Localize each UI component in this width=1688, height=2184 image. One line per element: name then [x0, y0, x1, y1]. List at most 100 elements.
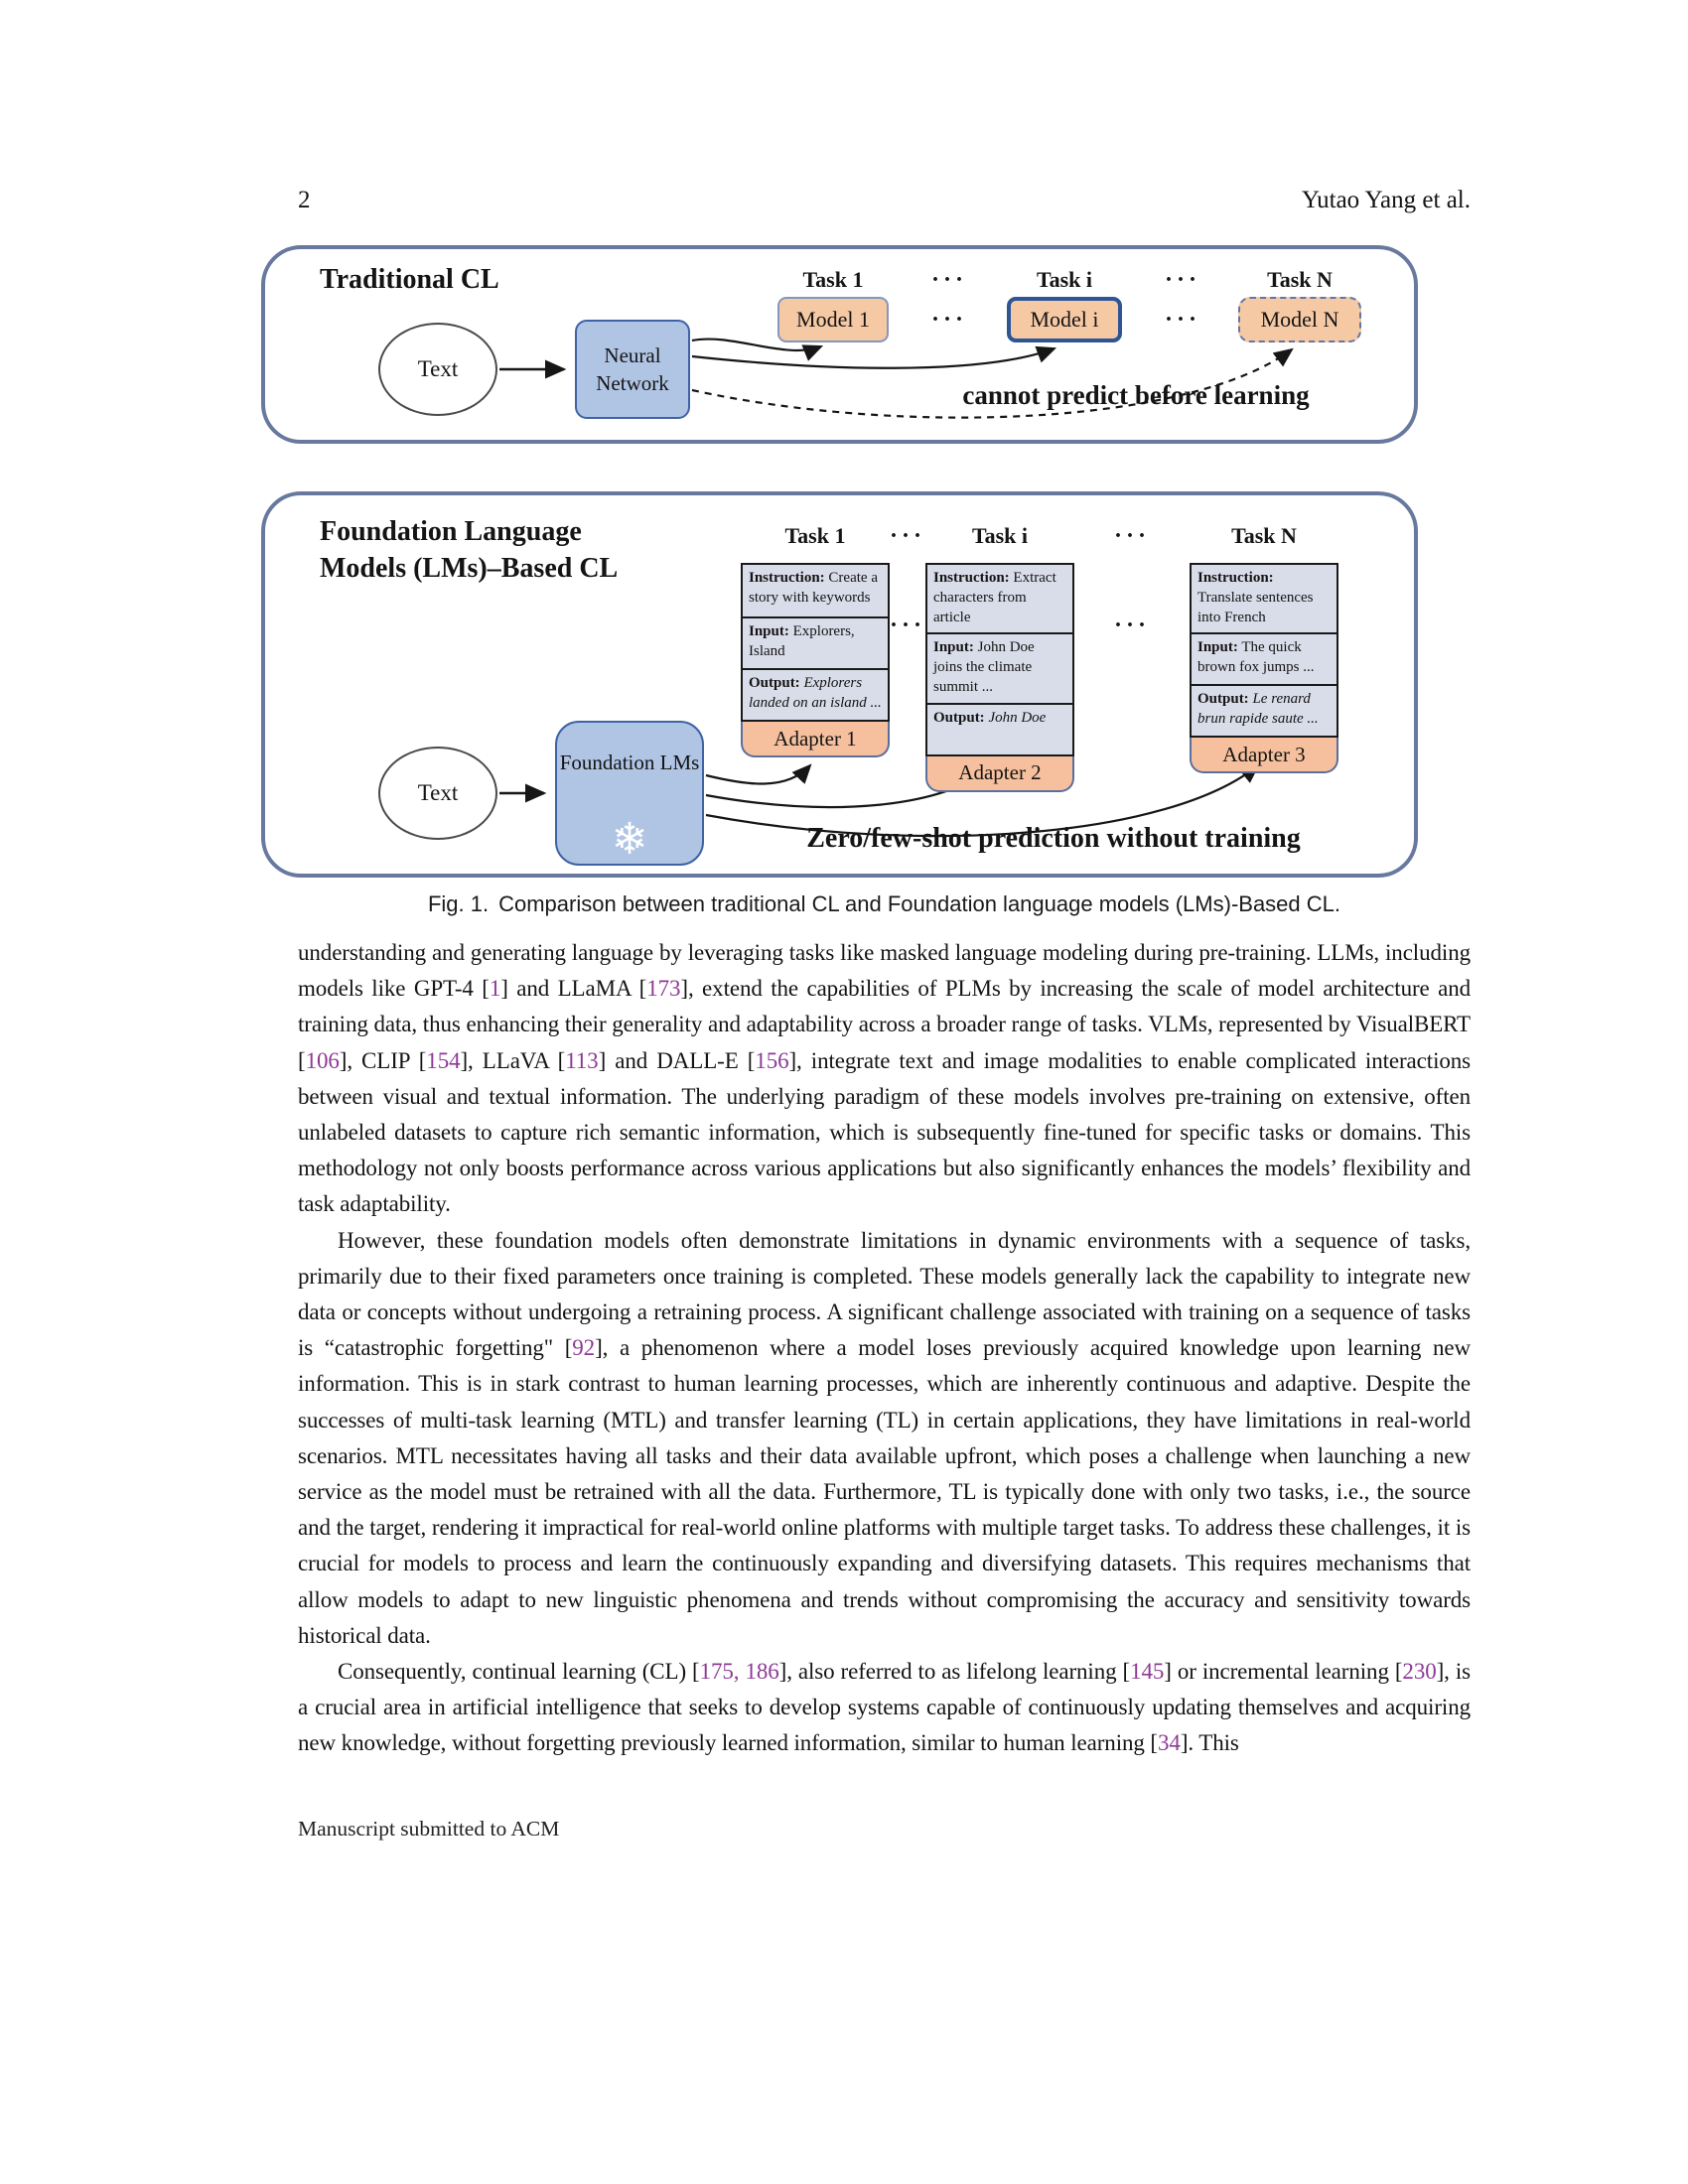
foundation-lms-label: Foundation LMs: [559, 751, 700, 774]
text-input-label: Text: [417, 356, 459, 381]
page-number: 2: [298, 187, 311, 213]
instruction-text: Extract characters from article: [933, 570, 1056, 625]
citation[interactable]: 92: [572, 1335, 596, 1361]
output-cell: Output: Le renard brun rapide saute ...: [1192, 684, 1336, 736]
input-text: The quick brown fox jumps ...: [1197, 639, 1315, 676]
body-text-segment: ], CLIP [: [339, 1047, 427, 1073]
input-label: Input:: [1197, 639, 1238, 656]
running-author: Yutao Yang et al.: [1301, 187, 1471, 213]
zero-few-shot-annotation: Zero/few-shot prediction without trainin…: [806, 823, 1301, 854]
body-text-segment: ], integrate text and image modalities t…: [298, 1047, 1472, 1217]
body-text-segment: ] and LLaMA [: [500, 976, 647, 1002]
panel2-title-line2: Models (LMs)–Based CL: [320, 553, 619, 584]
model-1-box: Model 1: [777, 297, 889, 342]
adapter-2-box: Adapter 2: [925, 755, 1074, 792]
body-text-segment: ], is a crucial area in artificial intel…: [298, 1659, 1471, 1756]
instruction-text: Translate sentences into French: [1197, 589, 1314, 625]
body-text-segment: ], extend the capabilities of PLMs by in…: [298, 976, 1472, 1073]
output-text: Le renard brun rapide saute ...: [1197, 691, 1319, 728]
model-n-box: Model N: [1238, 297, 1361, 342]
foundation-lms-box: Foundation LMs ❄: [555, 721, 704, 866]
body-text-segment: ] or incremental learning [: [1164, 1659, 1403, 1685]
output-text: John Doe: [988, 709, 1047, 726]
output-label: Output:: [1197, 691, 1249, 708]
figure-panel-traditional-cl: Traditional CL Task 1 ··· Task i ··· Tas…: [261, 245, 1418, 444]
citation[interactable]: 175, 186: [699, 1659, 779, 1685]
output-cell: Output: John Doe: [927, 702, 1072, 754]
instruction-label: Instruction:: [749, 570, 825, 586]
output-label: Output:: [933, 709, 985, 726]
instruction-cell: Instruction: Translate sentences into Fr…: [1192, 565, 1336, 632]
model-i-box: Model i: [1007, 297, 1122, 342]
body-text-segment: ] and DALL-E [: [598, 1047, 756, 1073]
figure-caption-label: Fig. 1.: [427, 891, 490, 916]
citation[interactable]: 230: [1402, 1659, 1437, 1685]
citation[interactable]: 154: [426, 1047, 461, 1073]
snowflake-frozen-icon: ❄: [611, 815, 648, 864]
task-card-i-cells: Instruction: Extract characters from art…: [925, 563, 1074, 756]
input-cell: Input: John Doe joins the climate summit…: [927, 632, 1072, 702]
task-card-n-cells: Instruction: Translate sentences into Fr…: [1190, 563, 1338, 739]
citation[interactable]: 173: [646, 976, 681, 1002]
input-label: Input:: [749, 623, 789, 639]
input-text: Explorers, Island: [749, 623, 855, 659]
text-input-ellipse: Text: [378, 323, 497, 416]
ellipsis-dots: ···: [1113, 523, 1151, 549]
input-text: John Doe joins the climate summit ...: [933, 639, 1035, 695]
task-card-n: Instruction: Translate sentences into Fr…: [1190, 563, 1338, 774]
task-header-i: Task i: [1036, 267, 1093, 292]
panel1-title: Traditional CL: [320, 264, 499, 295]
panel2-title: Foundation Language Models (LMs)–Based C…: [320, 513, 618, 587]
citation[interactable]: 34: [1158, 1730, 1181, 1756]
body-text-segment: ]. This: [1180, 1730, 1239, 1756]
body-text-segment: ], also referred to as lifelong learning…: [778, 1659, 1131, 1685]
citation[interactable]: 113: [565, 1047, 599, 1073]
ellipsis-dots: ···: [1113, 613, 1151, 638]
task-header-n: Task N: [1267, 267, 1333, 292]
instruction-text: Create a story with keywords: [749, 570, 878, 606]
output-cell: Output: Explorers landed on an island ..…: [743, 668, 888, 720]
task-header-i: Task i: [971, 523, 1029, 548]
figure-panel-foundation-lms-cl: Foundation Language Models (LMs)–Based C…: [261, 491, 1418, 878]
body-text-segment: understanding and generating language by…: [298, 940, 1471, 1002]
figure-caption: Fig. 1. Comparison between traditional CL…: [298, 891, 1471, 917]
task-card-1: Instruction: Create a story with keyword…: [741, 563, 890, 757]
adapter-3-box: Adapter 3: [1190, 738, 1338, 774]
citation[interactable]: 145: [1130, 1659, 1165, 1685]
ellipsis-dots: ···: [930, 267, 968, 293]
ellipsis-dots: ···: [889, 523, 926, 549]
body-text-segment: ], LLaVA [: [460, 1047, 566, 1073]
input-cell: Input: Explorers, Island: [743, 616, 888, 668]
input-label: Input:: [933, 639, 974, 656]
output-text: Explorers landed on an island ...: [749, 675, 882, 711]
ellipsis-dots: ···: [889, 613, 926, 638]
ellipsis-dots: ···: [930, 307, 968, 333]
neural-network-label: Neural Network: [596, 342, 669, 395]
instruction-cell: Instruction: Create a story with keyword…: [743, 565, 888, 616]
neural-network-box: Neural Network: [575, 320, 690, 419]
manuscript-footer: Manuscript submitted to ACM: [298, 1817, 560, 1841]
input-cell: Input: The quick brown fox jumps ...: [1192, 632, 1336, 684]
panel2-title-line1: Foundation Language: [320, 516, 582, 547]
ellipsis-dots: ···: [1164, 267, 1201, 293]
text-input-label: Text: [417, 780, 459, 805]
cannot-predict-annotation: cannot predict before learning: [962, 380, 1310, 410]
task-header-1: Task 1: [802, 267, 864, 292]
task-card-1-cells: Instruction: Create a story with keyword…: [741, 563, 890, 722]
citation[interactable]: 156: [755, 1047, 789, 1073]
body-paragraph: However, these foundation models often d…: [298, 1223, 1471, 1654]
body-paragraph: Consequently, continual learning (CL) [1…: [298, 1654, 1471, 1762]
body-paragraph: understanding and generating language by…: [298, 935, 1471, 1223]
task-header-n: Task N: [1231, 523, 1297, 548]
running-header: 2 Yutao Yang et al.: [298, 187, 1471, 214]
instruction-label: Instruction:: [933, 570, 1010, 586]
body-text-segment: However, these foundation models often d…: [298, 1227, 1471, 1361]
output-label: Output:: [749, 675, 800, 691]
figure-caption-text: Comparison between traditional CL and Fo…: [498, 891, 1341, 916]
adapter-1-box: Adapter 1: [741, 722, 890, 757]
task-header-1: Task 1: [784, 523, 846, 548]
citation[interactable]: 106: [305, 1047, 340, 1073]
body-text-segment: ], a phenomenon where a model loses prev…: [298, 1335, 1472, 1648]
citation[interactable]: 1: [489, 976, 501, 1002]
